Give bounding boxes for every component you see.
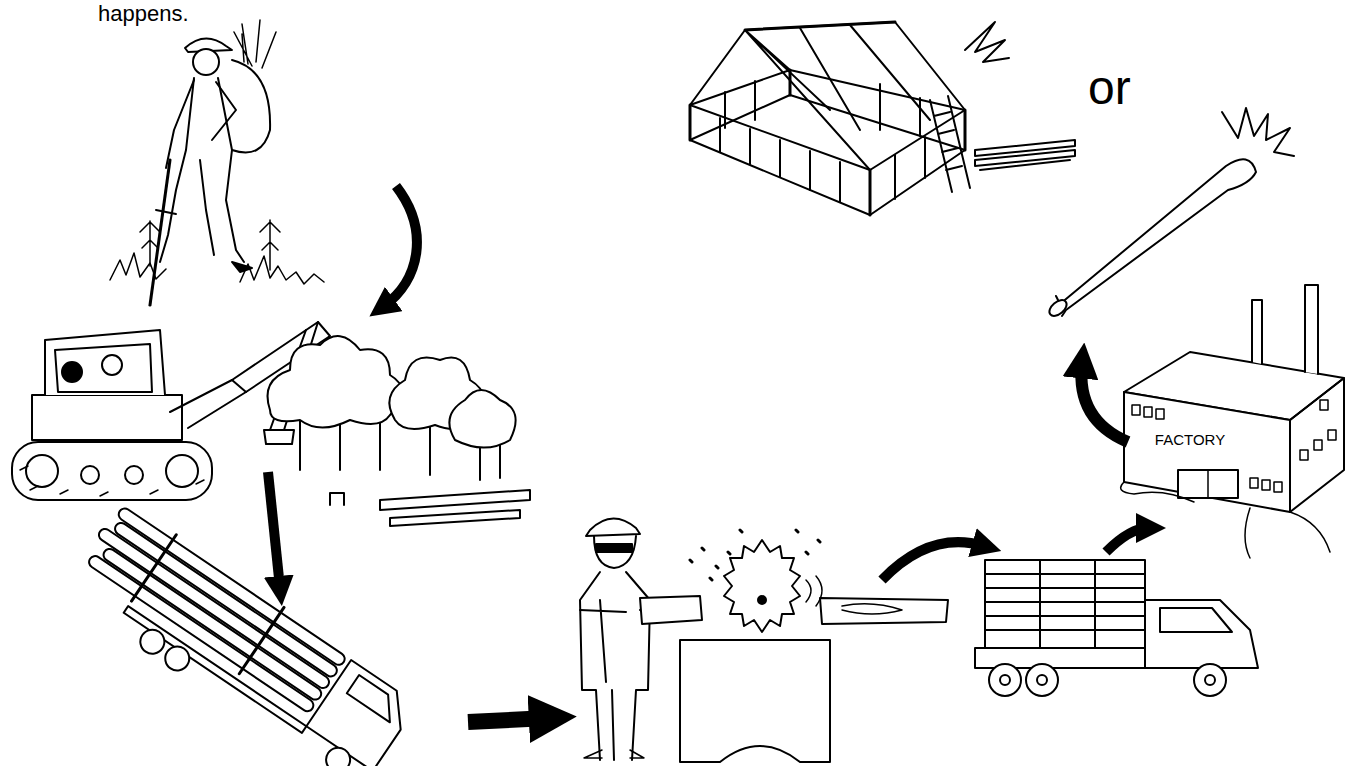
log-truck — [59, 498, 421, 766]
baseball-bat — [1046, 108, 1294, 319]
choice-word: or — [1086, 62, 1133, 115]
sawmill-worker — [580, 518, 948, 762]
tree-planter — [110, 20, 324, 305]
building-sign-text: FACTORY — [1153, 432, 1227, 449]
lumber-truck — [975, 560, 1258, 696]
caption-fragment: happens. — [96, 2, 191, 26]
cycle-arrows — [268, 186, 1148, 722]
house-frame — [690, 22, 1075, 215]
factory-building — [1121, 285, 1344, 558]
factory-sign: FACTORY — [1150, 429, 1231, 452]
